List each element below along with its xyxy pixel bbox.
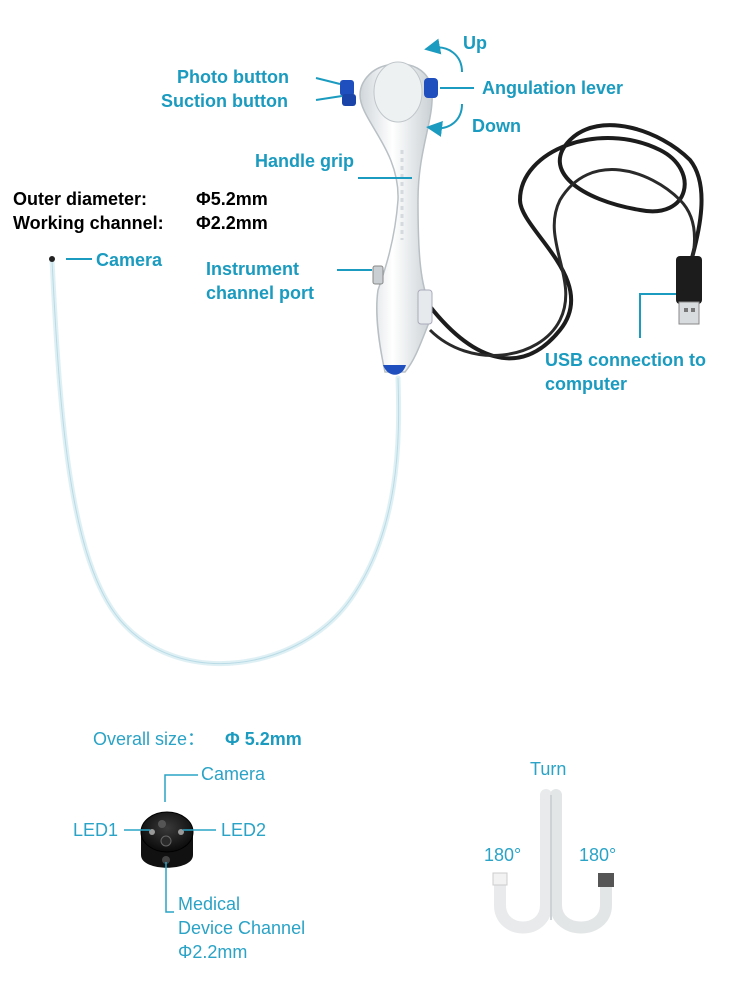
photo-button-icon [340, 80, 354, 96]
turn-right-angle: 180° [579, 845, 617, 865]
tip-leader-lines [124, 774, 216, 913]
angulation-lever-label: Angulation lever [482, 78, 624, 98]
overall-size-label: Overall size： [93, 729, 206, 749]
up-label: Up [463, 33, 487, 53]
insertion-tube [49, 257, 402, 667]
outer-diameter-label: Outer diameter: [13, 189, 148, 209]
usb-label-2: computer [545, 374, 628, 394]
camera-tip-icon [49, 256, 55, 262]
turn-detail [492, 789, 614, 934]
camera-label: Camera [96, 250, 163, 270]
leader-lines [66, 77, 676, 338]
turn-left-angle: 180° [484, 845, 522, 865]
led2-label: LED2 [221, 820, 267, 840]
suction-button-label: Suction button [161, 91, 288, 111]
channel-label-1: Medical [178, 894, 241, 914]
suction-button-icon [342, 94, 356, 106]
angulation-lever-icon [424, 78, 438, 98]
working-channel-label: Working channel: [13, 213, 164, 233]
turn-title: Turn [530, 759, 567, 779]
photo-button-label: Photo button [177, 67, 289, 87]
overall-size-value: Φ 5.2mm [225, 729, 302, 749]
tip-detail [140, 811, 194, 868]
led1-label: LED1 [73, 820, 119, 840]
usb-cable [423, 123, 704, 361]
instrument-channel-port-label-2: channel port [206, 283, 315, 303]
usb-plug [676, 256, 702, 325]
usb-label-1: USB connection to [545, 350, 706, 370]
outer-diameter-value: Φ5.2mm [196, 189, 268, 209]
handle-grip-label: Handle grip [255, 151, 355, 171]
tip-camera-label: Camera [201, 764, 266, 784]
down-arrow-icon [426, 103, 463, 137]
channel-label-3: Φ2.2mm [178, 942, 248, 962]
channel-label-2: Device Channel [178, 918, 306, 938]
handle [359, 61, 433, 375]
down-label: Down [472, 116, 521, 136]
working-channel-value: Φ2.2mm [196, 213, 268, 233]
up-arrow-icon [424, 38, 463, 73]
instrument-channel-port-label-1: Instrument [206, 259, 300, 279]
